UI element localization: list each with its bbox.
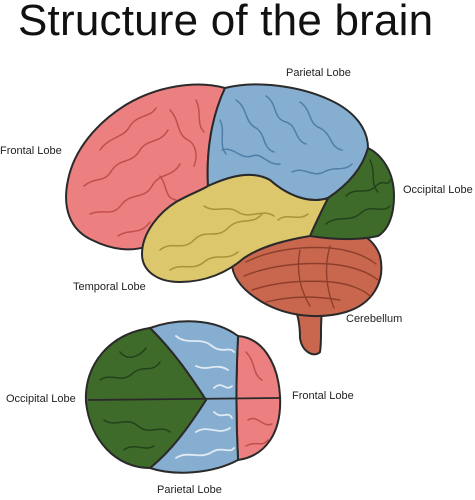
- temporal-gyri: [159, 205, 309, 271]
- frontal-gyri: [83, 99, 205, 237]
- label-cerebellum: Cerebellum: [346, 313, 403, 325]
- label-frontal-lobe-top: Frontal Lobe: [292, 390, 354, 402]
- brain-side-view: [65, 83, 396, 356]
- label-parietal-lobe-top: Parietal Lobe: [157, 484, 222, 496]
- cerebellum-folia: [243, 245, 379, 309]
- label-parietal-lobe-side: Parietal Lobe: [286, 67, 351, 79]
- label-occipital-lobe-side: Occipital Lobe: [403, 184, 473, 196]
- occipital-top-gyri: [99, 347, 171, 451]
- occipital-lobe-top: [84, 326, 208, 470]
- frontal-top-gyri: [245, 351, 273, 447]
- parietal-gyri: [219, 95, 353, 175]
- parietal-top-gyri: [175, 335, 235, 459]
- label-temporal-lobe-side: Temporal Lobe: [73, 281, 146, 293]
- longitudinal-fissure: [87, 397, 281, 401]
- diagram-title: Structure of the brain: [18, 0, 434, 45]
- occipital-gyri: [325, 159, 391, 225]
- temporal-lobe-side: [140, 173, 330, 284]
- label-occipital-lobe-top: Occipital Lobe: [6, 393, 76, 405]
- brain-top-view: [84, 320, 282, 474]
- label-frontal-lobe-side: Frontal Lobe: [0, 145, 62, 157]
